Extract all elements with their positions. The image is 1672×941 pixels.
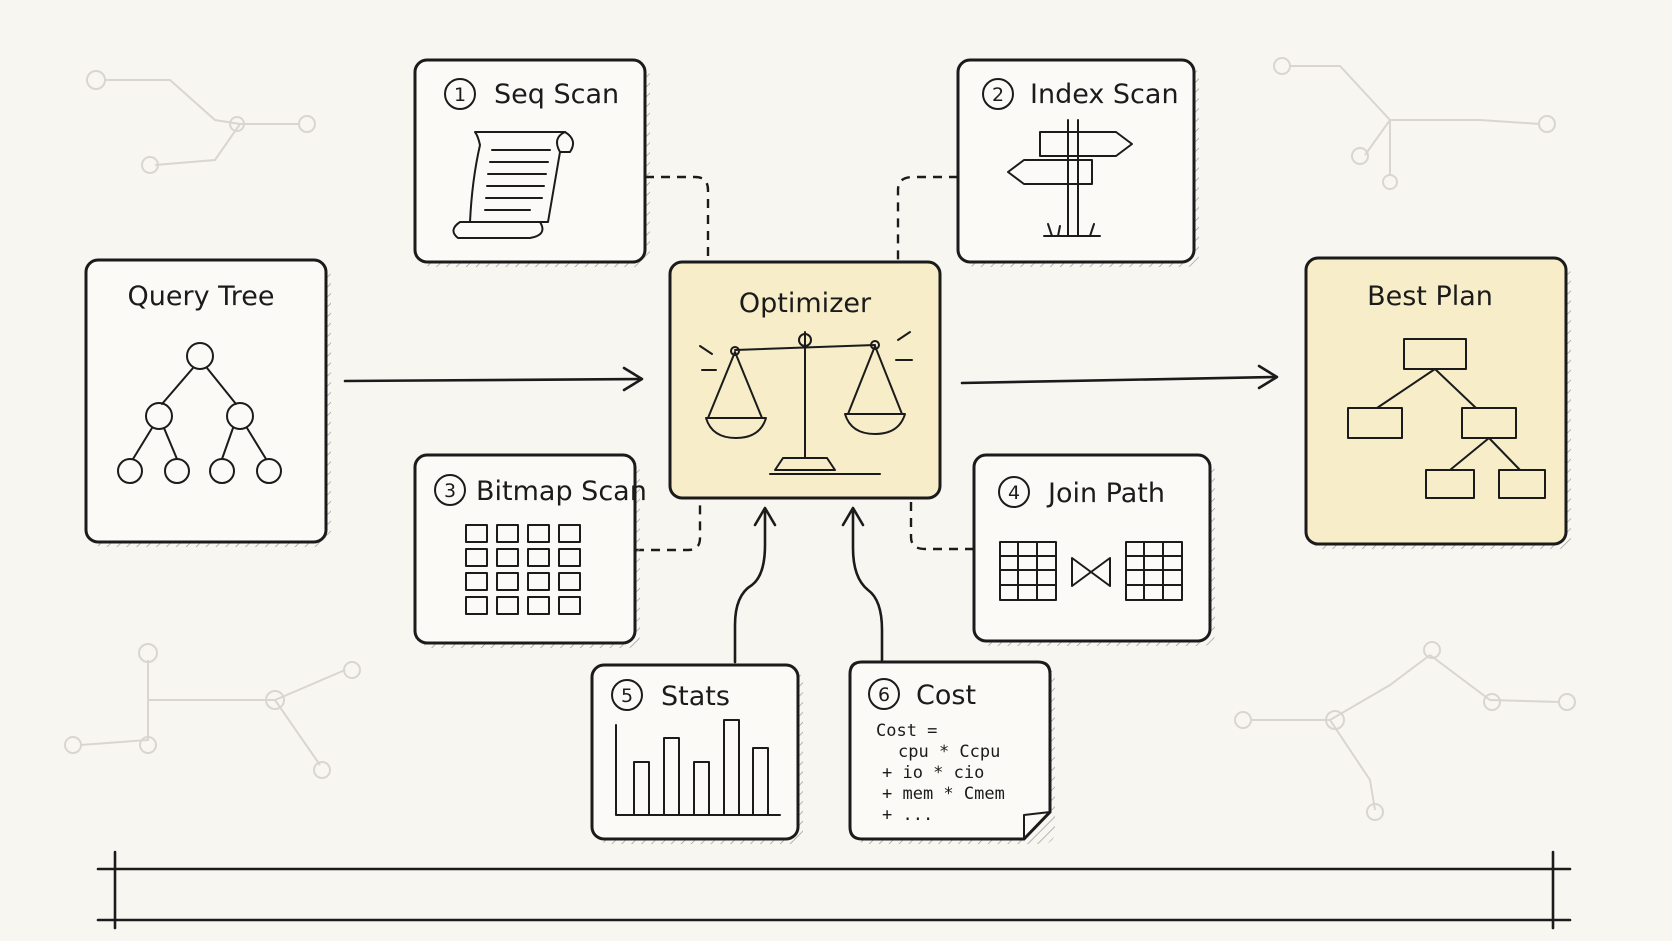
bitmap-grid-icon (465, 524, 581, 615)
index-scan-label: Index Scan (1030, 79, 1179, 110)
decorative-network-bottom-right (1234, 641, 1576, 821)
decorative-network-bottom-left (64, 643, 361, 779)
cost-formula-line: + mem * Cmem (882, 784, 1005, 804)
join-path-label: Join Path (1046, 478, 1165, 509)
best-plan-node[interactable]: Best Plan (1304, 256, 1571, 549)
scroll-icon (452, 131, 575, 239)
stats-node[interactable]: 5 Stats (590, 663, 803, 844)
plan-tree-icon (1347, 338, 1546, 499)
arrow-optimizer-to-plan (960, 375, 1277, 385)
cost-formula-line: Cost = (876, 721, 937, 741)
arrow-cost-to-optimizer (851, 510, 884, 662)
decorative-network-top-left (86, 70, 316, 174)
query-tree-node[interactable]: Query Tree (84, 258, 331, 547)
bitmap-cell-filled (527, 572, 550, 591)
bitmap-cell-empty (496, 548, 519, 567)
seq-scan-label: Seq Scan (494, 79, 619, 110)
bitmap-scan-label: Bitmap Scan (476, 476, 647, 507)
connector-seq-scan (645, 175, 710, 260)
tree-icon (117, 342, 282, 484)
join-path-node[interactable]: 4 Join Path (972, 453, 1215, 646)
cost-formula-line: + ... (882, 805, 933, 825)
arrow-query-to-optimizer (343, 377, 642, 383)
balance-scale-icon (699, 331, 913, 475)
cost-formula-line: cpu * Ccpu (898, 742, 1000, 762)
bitmap-scan-number: 3 (444, 480, 456, 502)
cost-formula: Cost = cpu * Ccpu + io * cio + mem * Cme… (876, 721, 1005, 825)
bitmap-cell-filled (558, 596, 581, 615)
bitmap-cell-empty (558, 548, 581, 567)
bitmap-cell-empty (558, 524, 581, 543)
main-arrows (343, 364, 1279, 664)
dashed-connectors (635, 175, 974, 552)
cost-number: 6 (878, 684, 890, 706)
arrow-stats-to-optimizer (733, 510, 767, 664)
bitmap-cell-empty (496, 572, 519, 591)
connector-index-scan (896, 175, 958, 260)
connector-join-path (909, 497, 974, 551)
index-scan-number: 2 (992, 84, 1004, 106)
bitmap-cell-empty (527, 524, 550, 543)
cost-label: Cost (916, 680, 976, 711)
bitmap-cell-empty (465, 524, 488, 543)
query-tree-label: Query Tree (128, 281, 275, 312)
stats-label: Stats (661, 681, 730, 712)
decorative-network-top-right (1273, 57, 1556, 190)
bitmap-cell-filled (465, 548, 488, 567)
best-plan-label: Best Plan (1367, 281, 1493, 312)
bar-chart-icon (615, 719, 781, 816)
seq-scan-number: 1 (454, 84, 466, 106)
bitmap-cell-filled (496, 524, 519, 543)
optimizer-label: Optimizer (739, 288, 872, 319)
index-scan-node[interactable]: 2 Index Scan (956, 58, 1199, 267)
bitmap-cell-empty (496, 596, 519, 615)
bitmap-cell-empty (465, 596, 488, 615)
join-tables-icon (999, 541, 1183, 601)
bitmap-cell-empty (527, 548, 550, 567)
seq-scan-node[interactable]: 1 Seq Scan (413, 58, 650, 267)
bitmap-cell-filled (465, 572, 488, 591)
join-path-number: 4 (1008, 482, 1020, 504)
cost-formula-line: + io * cio (882, 763, 984, 783)
bottom-timeline-bar (96, 850, 1572, 930)
optimizer-node[interactable]: Optimizer (668, 260, 942, 500)
signpost-icon (1007, 119, 1133, 237)
stats-number: 5 (621, 685, 633, 707)
connector-bitmap-scan (635, 497, 702, 552)
bitmap-cell-empty (527, 596, 550, 615)
bitmap-cell-empty (558, 572, 581, 591)
bitmap-scan-node[interactable]: 3 Bitmap Scan (413, 453, 647, 648)
cost-node[interactable]: 6 Cost Cost = cpu * Ccpu + io * cio + me… (848, 660, 1055, 844)
